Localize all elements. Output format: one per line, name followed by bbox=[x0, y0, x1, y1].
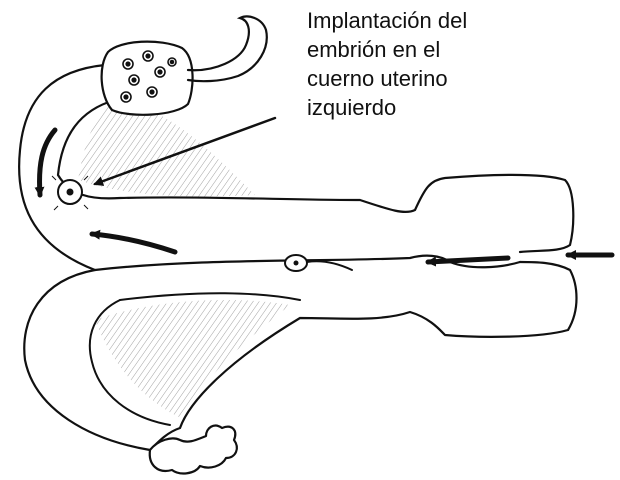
caption-line-2: embrión en el bbox=[307, 35, 607, 64]
uterus-outline-lower bbox=[24, 262, 576, 450]
caption-line-4: izquierdo bbox=[307, 93, 607, 122]
upper-ligament-hatch bbox=[78, 100, 255, 196]
migration-arrow-body bbox=[92, 234, 175, 252]
lower-horn-top bbox=[120, 293, 300, 300]
implantation-caption: Implantación del embrión en el cuerno ut… bbox=[307, 6, 607, 122]
lower-ligament-hatch bbox=[95, 300, 290, 420]
ovary-top bbox=[102, 42, 193, 115]
oviduct-bottom bbox=[150, 426, 237, 474]
migration-arrow-horn bbox=[40, 130, 55, 195]
entry-arrow-cervix bbox=[428, 258, 508, 262]
caption-line-3: cuerno uterino bbox=[307, 64, 607, 93]
caption-line-1: Implantación del bbox=[307, 6, 607, 35]
oviduct-top bbox=[188, 17, 267, 82]
transit-embryo-icon bbox=[285, 255, 352, 271]
